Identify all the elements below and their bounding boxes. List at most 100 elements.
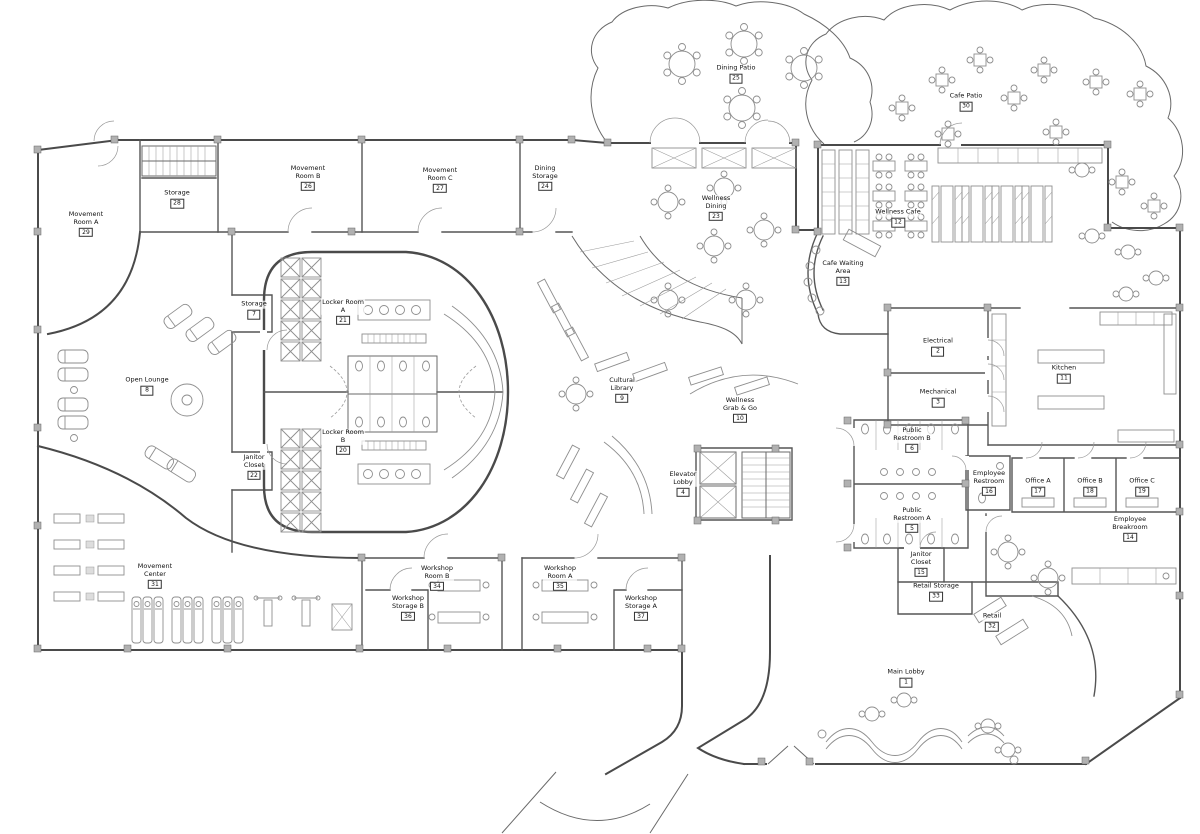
room-number-tag: 35 (553, 581, 567, 592)
cafe-patio-outline (805, 0, 1184, 231)
locker-room-fixtures (329, 299, 504, 485)
corridor-and-small-rooms (231, 231, 273, 553)
stairs-by-elevator (741, 451, 791, 519)
room-number-tag: 21 (336, 315, 350, 326)
locker-suite-walls (260, 250, 510, 534)
curved-ramp (571, 235, 743, 345)
room-number-tag: 10 (733, 413, 747, 424)
room-number-tag: 22 (247, 470, 261, 481)
door-gaps (851, 338, 991, 551)
room-number-tag: 13 (836, 276, 850, 287)
room-number-tag: 1 (899, 677, 913, 688)
room-name: Retail (981, 611, 1003, 621)
room-number-tag: 20 (336, 445, 350, 456)
room-number-tag: 37 (634, 611, 648, 622)
room-name: Wellness Grab & Go (721, 395, 759, 413)
room-name: Janitor Closet (909, 549, 933, 567)
room-number-tag: 29 (79, 227, 93, 238)
room-name: Movement Room C (421, 165, 459, 183)
room-name: Cultural Library (608, 375, 636, 393)
room-number-tag: 15 (914, 567, 928, 578)
room-name: Dining Storage (531, 163, 559, 181)
room-number-tag: 17 (1031, 486, 1045, 497)
room-number-tag: 7 (247, 309, 261, 320)
room-name: Public Restroom A (892, 505, 932, 523)
room-number-tag: 5 (905, 523, 919, 534)
room-number-tag: 4 (676, 487, 690, 498)
room-number-tag: 27 (433, 183, 447, 194)
room-name: Movement Center (136, 561, 174, 579)
room-name: Elevator Lobby (668, 469, 698, 487)
weight-equipment-icons (253, 595, 353, 631)
room-name: Office A (1024, 476, 1052, 486)
dining-patio-outline (590, 0, 873, 143)
room-name: Mechanical (918, 387, 958, 397)
room-name: Main Lobby (886, 667, 926, 677)
room-number-tag: 34 (430, 581, 444, 592)
room-name: Workshop Storage B (390, 593, 426, 611)
room-number-tag: 36 (401, 611, 415, 622)
room-name: Cafe Waiting Area (821, 258, 865, 276)
grab-and-go-kiosk (688, 366, 799, 396)
right-wing-walls (807, 231, 1181, 697)
room-number-tag: 2 (931, 346, 945, 357)
room-name: Janitor Closet (242, 452, 266, 470)
room-number-tag: 9 (615, 393, 629, 404)
room-number-tag: 33 (929, 591, 943, 602)
door-swings (93, 117, 1147, 591)
room-number-tag: 16 (982, 486, 996, 497)
room-name: Movement Room A (67, 209, 105, 227)
room-name: Locker Room B (321, 427, 365, 445)
cafe-booth-rows (931, 185, 1053, 243)
cafe-counter (937, 147, 1103, 164)
room-name: Storage (240, 299, 268, 309)
room-name: Locker Room A (321, 297, 365, 315)
room-number-tag: 30 (959, 101, 973, 112)
room-name: Dining Patio (715, 63, 757, 73)
room-number-tag: 18 (1083, 486, 1097, 497)
room-number-tag: 11 (1057, 373, 1071, 384)
room-number-tag: 6 (905, 443, 919, 454)
room-number-tag: 32 (985, 621, 999, 632)
stairs-top-left (141, 145, 217, 177)
room-number-tag: 8 (140, 385, 154, 396)
lounge-furniture (57, 301, 239, 485)
room-number-tag: 25 (729, 73, 743, 84)
concourse-benches (536, 278, 653, 528)
room-name: Workshop Storage A (623, 593, 659, 611)
room-name: Employee Breakroom (1111, 514, 1149, 532)
room-number-tag: 28 (170, 198, 184, 209)
cafe-booths-west (821, 149, 870, 235)
